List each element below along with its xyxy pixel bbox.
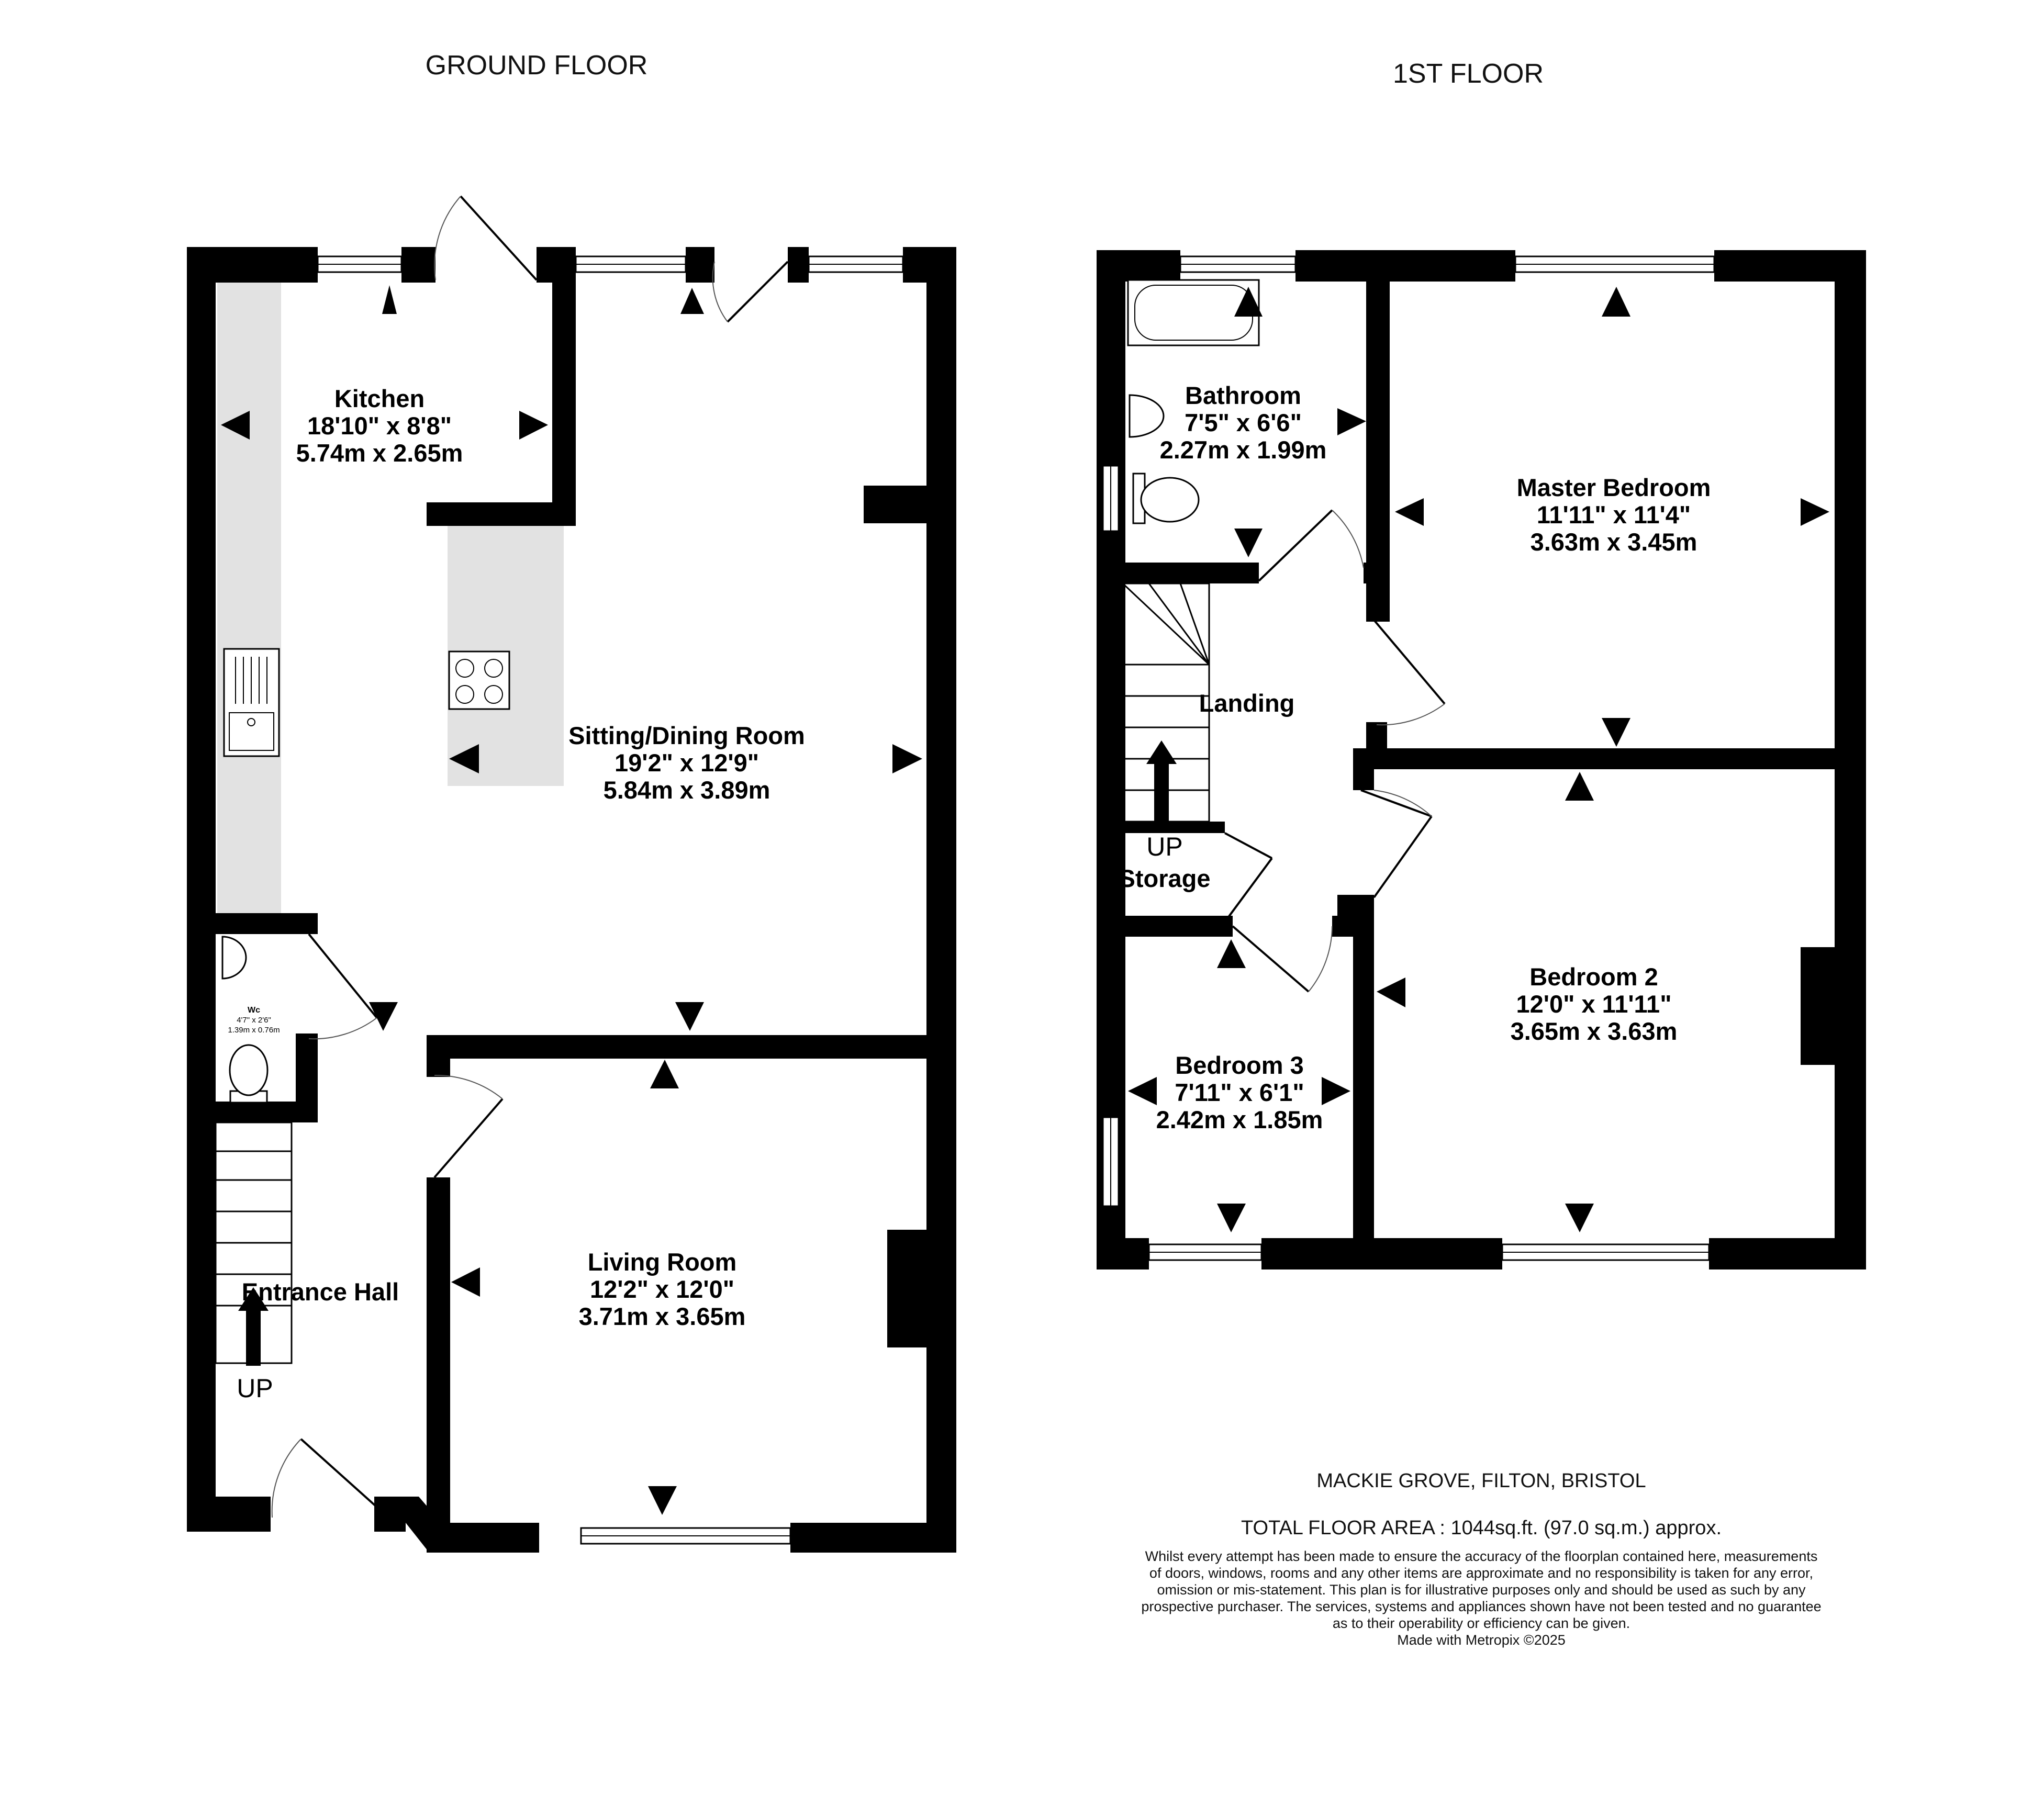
disclaimer-line: of doors, windows, rooms and any other i… xyxy=(1149,1565,1813,1581)
kitchen-counter xyxy=(217,282,281,913)
ground-floor-windows xyxy=(317,255,904,1545)
ground-floor-label: GROUND FLOOR xyxy=(426,50,648,81)
room-size-metric: 3.63m x 3.45m xyxy=(1531,528,1697,556)
room-size-imperial: 7'11" x 6'1" xyxy=(1175,1078,1304,1106)
stairs-up-label: UP xyxy=(237,1374,273,1403)
room-size-imperial: 18'10" x 8'8" xyxy=(307,412,452,440)
room-label-bedroom-3: Bedroom 3 7'11" x 6'1" 2.42m x 1.85m xyxy=(1156,1051,1323,1133)
room-size-imperial: 4'7" x 2'6" xyxy=(237,1016,271,1025)
first-floor-stairs xyxy=(1122,582,1210,823)
toilet-icon xyxy=(1132,473,1200,524)
wc-basin-icon xyxy=(221,936,247,980)
room-size-imperial: 12'0" x 11'11" xyxy=(1516,990,1672,1018)
first-floor-label: 1ST FLOOR xyxy=(1393,59,1544,89)
room-size-imperial: 7'5" x 6'6" xyxy=(1185,409,1302,436)
disclaimer-line: omission or mis-statement. This plan is … xyxy=(1157,1582,1806,1598)
room-label-living-room: Living Room 12'2" x 12'0" 3.71m x 3.65m xyxy=(579,1248,746,1330)
ground-floor-arrows xyxy=(221,285,922,1515)
room-label-landing: Landing xyxy=(1199,689,1295,717)
first-floor-plan xyxy=(1097,250,1866,1269)
room-label-bathroom: Bathroom 7'5" x 6'6" 2.27m x 1.99m xyxy=(1160,381,1327,464)
room-size-metric: 2.42m x 1.85m xyxy=(1156,1106,1323,1133)
metropix-credit: Made with Metropix ©2025 xyxy=(1397,1632,1566,1648)
disclaimer-line: as to their operability or efficiency ca… xyxy=(1333,1615,1630,1631)
room-size-metric: 3.65m x 3.63m xyxy=(1511,1017,1678,1045)
room-name: Storage xyxy=(1119,864,1211,892)
total-floor-area: TOTAL FLOOR AREA : 1044sq.ft. (97.0 sq.m… xyxy=(1241,1517,1722,1539)
sink-icon xyxy=(223,648,280,757)
room-label-kitchen: Kitchen 18'10" x 8'8" 5.74m x 2.65m xyxy=(296,385,463,467)
disclaimer-line: prospective purchaser. The services, sys… xyxy=(1141,1599,1821,1614)
room-name: Sitting/Dining Room xyxy=(568,722,805,749)
ground-floor-doors xyxy=(271,195,789,1518)
room-name: Wc xyxy=(248,1006,260,1015)
property-address: MACKIE GROVE, FILTON, BRISTOL xyxy=(1316,1470,1646,1492)
room-size-metric: 1.39m x 0.76m xyxy=(228,1026,280,1035)
basin-icon xyxy=(1129,394,1165,438)
room-size-metric: 5.74m x 2.65m xyxy=(296,439,463,467)
first-floor-walls xyxy=(1097,250,1866,1269)
room-label-wc: Wc 4'7" x 2'6" 1.39m x 0.76m xyxy=(228,1006,280,1035)
room-size-metric: 3.71m x 3.65m xyxy=(579,1302,746,1330)
bath-icon xyxy=(1127,279,1260,346)
ground-floor-plan xyxy=(187,195,956,1553)
first-floor-doors xyxy=(1224,509,1446,993)
footer: MACKIE GROVE, FILTON, BRISTOL TOTAL FLOO… xyxy=(1141,1470,1821,1648)
room-size-metric: 5.84m x 3.89m xyxy=(604,776,770,804)
room-label-entrance-hall: Entrance Hall xyxy=(242,1278,399,1306)
room-name: Entrance Hall xyxy=(242,1278,399,1306)
first-floor-arrows xyxy=(1128,287,1829,1232)
room-name: Landing xyxy=(1199,689,1295,717)
room-label-master-bedroom: Master Bedroom 11'11" x 11'4" 3.63m x 3.… xyxy=(1517,474,1711,556)
ground-floor-walls xyxy=(187,247,956,1553)
first-floor-windows xyxy=(1102,255,1715,1261)
room-name: Bedroom 3 xyxy=(1175,1051,1304,1079)
toilet-icon xyxy=(229,1044,269,1104)
room-size-imperial: 11'11" x 11'4" xyxy=(1537,501,1691,529)
room-size-imperial: 19'2" x 12'9" xyxy=(615,749,759,777)
room-label-bedroom-2: Bedroom 2 12'0" x 11'11" 3.65m x 3.63m xyxy=(1511,963,1678,1045)
ground-floor-stairs xyxy=(215,1121,293,1366)
room-name: Master Bedroom xyxy=(1517,474,1711,501)
room-label-storage: Storage xyxy=(1119,864,1211,892)
room-size-imperial: 12'2" x 12'0" xyxy=(590,1275,734,1303)
stairs-up-label: UP xyxy=(1146,832,1182,861)
room-size-metric: 2.27m x 1.99m xyxy=(1160,436,1327,464)
disclaimer-line: Whilst every attempt has been made to en… xyxy=(1145,1548,1818,1564)
room-name: Living Room xyxy=(588,1248,737,1276)
room-name: Kitchen xyxy=(334,385,425,412)
room-label-sitting-dining: Sitting/Dining Room 19'2" x 12'9" 5.84m … xyxy=(568,722,805,804)
room-name: Bedroom 2 xyxy=(1529,963,1658,991)
hob-icon xyxy=(448,650,510,710)
room-name: Bathroom xyxy=(1185,381,1301,409)
